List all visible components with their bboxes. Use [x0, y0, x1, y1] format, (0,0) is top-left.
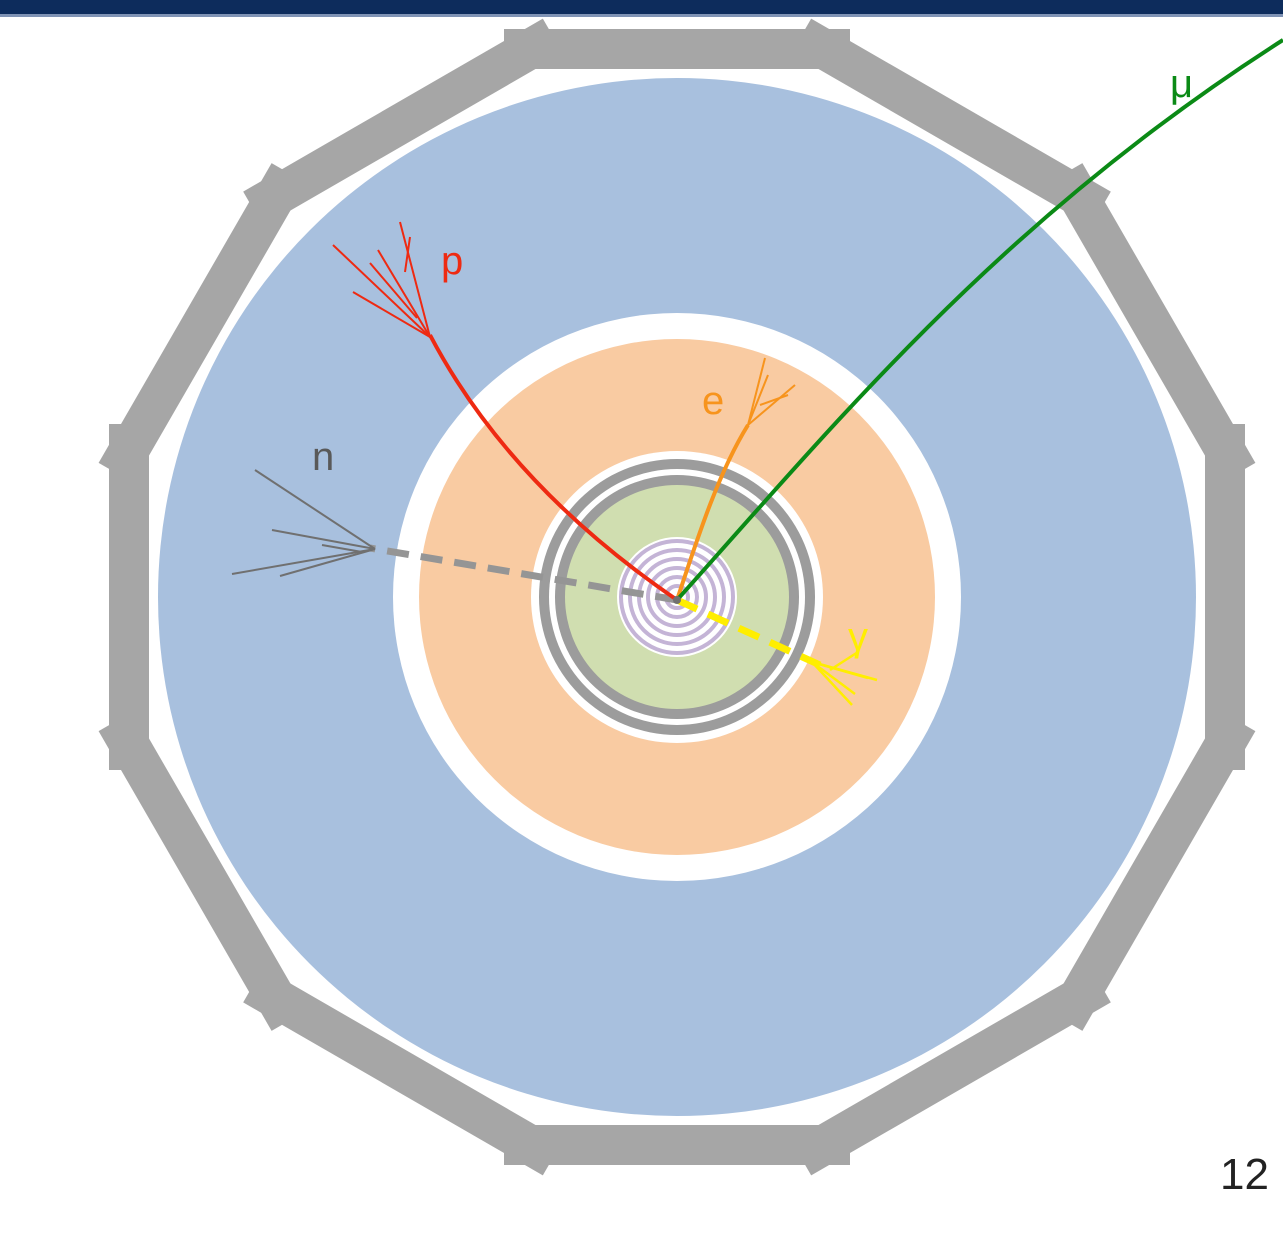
muon-chamber-bar [791, 967, 1111, 1176]
electron-label: e [702, 379, 724, 423]
muon-chamber-bar [791, 18, 1111, 227]
photon-label: γ [848, 615, 868, 659]
header-bar-underline [0, 14, 1283, 17]
header-bar [0, 0, 1283, 14]
muon-chamber-bar [243, 967, 563, 1176]
muon-chamber-bar [1047, 163, 1256, 483]
electron-track [675, 357, 796, 601]
muon-chamber-bar [109, 424, 149, 770]
proton-label: p [441, 239, 463, 283]
photon-track [675, 596, 878, 706]
neutron-label: n [312, 435, 334, 479]
muon-chambers [98, 18, 1256, 1176]
muon-label: μ [1170, 62, 1193, 106]
interaction-vertex [673, 596, 681, 604]
muon-chamber-bar [243, 18, 563, 227]
muon-chamber-bar [1047, 711, 1256, 1031]
muon-chamber-bar [98, 711, 307, 1031]
muon-chamber-bar [1205, 424, 1245, 770]
muon-chamber-bar [98, 163, 307, 483]
page-number: 12 [1220, 1150, 1269, 1199]
muon-chamber-bar [504, 29, 850, 69]
muon-track [675, 38, 1283, 602]
muon-chamber-bar [504, 1125, 850, 1165]
neutron-track [231, 469, 678, 604]
proton-track [332, 221, 679, 602]
